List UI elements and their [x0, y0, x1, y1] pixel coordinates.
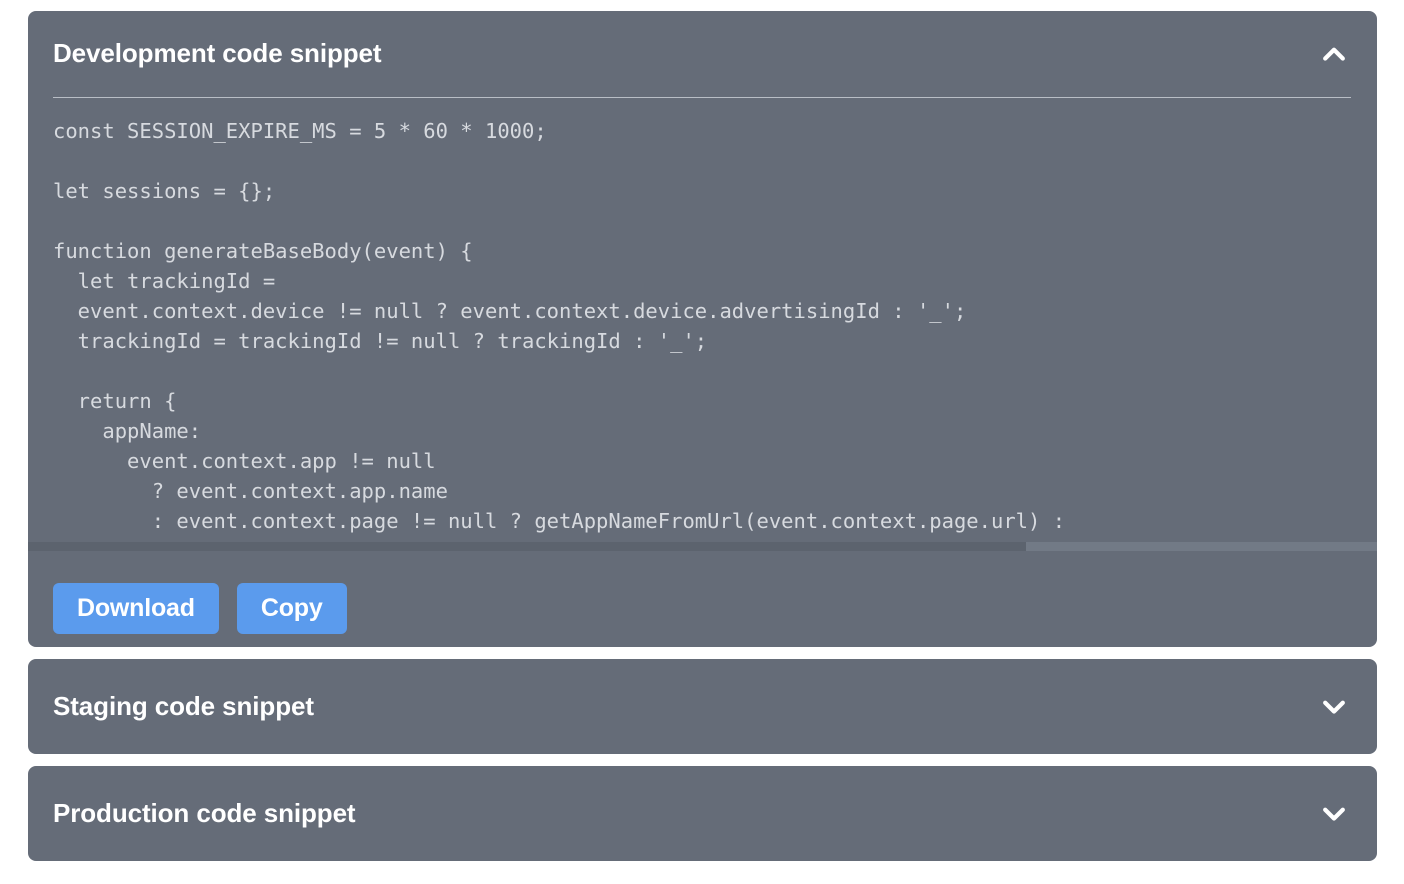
panel-staging-code-snippet: Staging code snippet — [28, 659, 1377, 754]
code-block-development: const SESSION_EXPIRE_MS = 5 * 60 * 1000;… — [53, 119, 1066, 533]
horizontal-scrollbar-thumb[interactable] — [28, 542, 1027, 551]
header-divider — [53, 97, 1351, 98]
panel-header-staging[interactable]: Staging code snippet — [28, 659, 1377, 754]
download-button[interactable]: Download — [53, 583, 219, 634]
chevron-down-icon[interactable] — [1317, 690, 1351, 724]
code-scroll-area[interactable]: const SESSION_EXPIRE_MS = 5 * 60 * 1000;… — [28, 116, 1377, 551]
chevron-down-icon[interactable] — [1317, 797, 1351, 831]
panel-header-production[interactable]: Production code snippet — [28, 766, 1377, 861]
panel-header-development[interactable]: Development code snippet — [28, 11, 1377, 97]
copy-button[interactable]: Copy — [236, 583, 347, 634]
code-actions-row: Download Copy — [28, 551, 1377, 647]
panel-title-development: Development code snippet — [53, 38, 382, 69]
chevron-up-icon[interactable] — [1317, 37, 1351, 71]
horizontal-scrollbar-track[interactable] — [28, 542, 1377, 551]
panel-production-code-snippet: Production code snippet — [28, 766, 1377, 861]
code-viewport: const SESSION_EXPIRE_MS = 5 * 60 * 1000;… — [28, 116, 1377, 551]
panel-title-production: Production code snippet — [53, 797, 356, 828]
panel-title-staging: Staging code snippet — [53, 690, 314, 721]
panel-development-code-snippet: Development code snippet const SESSION_E… — [28, 11, 1377, 647]
